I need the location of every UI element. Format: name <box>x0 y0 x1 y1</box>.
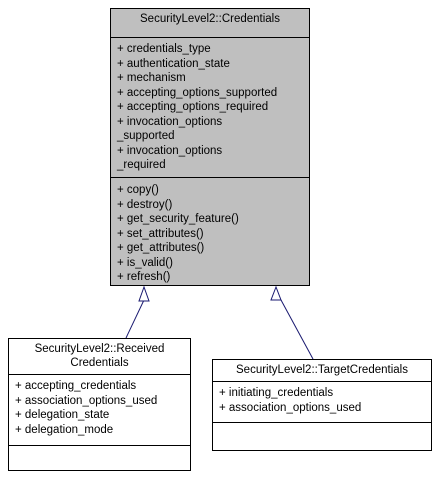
attribute-item: + delegation_state <box>15 409 110 421</box>
class-box-received-credentials[interactable]: SecurityLevel2::Received Credentials + a… <box>8 338 191 471</box>
attribute-item: + initiating_credentials <box>219 387 334 399</box>
class-name-line: SecurityLevel2::Received <box>34 343 165 355</box>
operation-item: + get_attributes() <box>117 242 205 254</box>
operation-item: + is_valid() <box>117 256 173 269</box>
class-name: SecurityLevel2::Credentials <box>111 9 309 38</box>
attribute-item: + accepting_options_supported <box>117 86 278 99</box>
inheritance-arrowhead <box>270 285 282 301</box>
attribute-item: + mechanism <box>117 72 186 84</box>
class-box-target-credentials[interactable]: SecurityLevel2::TargetCredentials + init… <box>212 359 432 451</box>
operation-item: + destroy() <box>117 198 173 211</box>
attribute-item: + invocation_options <box>117 144 223 157</box>
class-name: SecurityLevel2::Received Credentials <box>9 339 190 375</box>
class-name-line: Credentials <box>70 357 129 369</box>
attribute-item: _supported <box>117 130 175 142</box>
attribute-item: + delegation_mode <box>15 423 114 436</box>
inheritance-arrowhead <box>138 285 150 302</box>
attribute-item: + authentication_state <box>117 57 230 70</box>
class-box-credentials[interactable]: SecurityLevel2::Credentials + credential… <box>110 8 310 286</box>
attribute-item: + invocation_options <box>117 115 223 128</box>
attribute-list: + credentials_type + authentication_stat… <box>111 38 309 178</box>
operation-item: + get_security_feature() <box>117 213 239 225</box>
attribute-list: + initiating_credentials + association_o… <box>213 382 431 423</box>
attribute-item: + accepting_options_required <box>117 101 269 113</box>
attribute-list: + accepting_credentials + association_op… <box>9 375 190 446</box>
edge-received-to-base <box>125 285 150 339</box>
operation-list <box>213 423 431 431</box>
operation-item: + refresh() <box>117 271 171 283</box>
operation-list: + copy() + destroy() + get_security_feat… <box>111 178 309 289</box>
attribute-item: + association_options_used <box>15 394 158 407</box>
attribute-item: + association_options_used <box>219 401 362 414</box>
attribute-item: + credentials_type <box>117 43 211 55</box>
attribute-item: _required <box>117 159 166 171</box>
operation-list <box>9 446 190 454</box>
operation-item: + set_attributes() <box>117 227 204 240</box>
class-name: SecurityLevel2::TargetCredentials <box>213 360 431 382</box>
operation-item: + copy() <box>117 184 159 196</box>
edge-target-to-base <box>270 285 314 360</box>
attribute-item: + accepting_credentials <box>15 380 137 392</box>
